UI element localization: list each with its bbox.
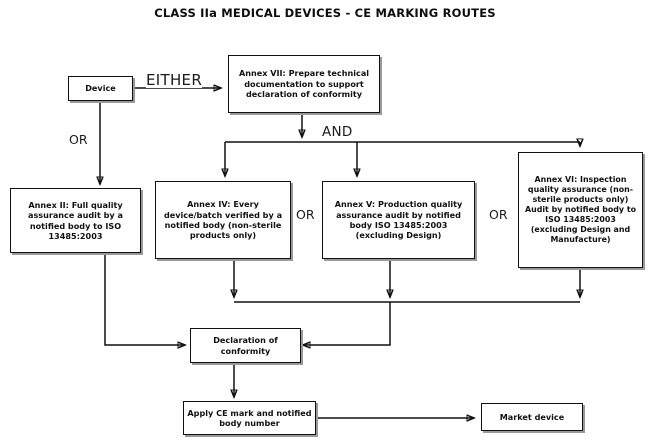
node-annex-iv[interactable]: Annex IV: Every device/batch verified by… [155, 181, 291, 259]
node-annex-iv-label: Annex IV: Every device/batch verified by… [163, 199, 283, 241]
node-annex-ii[interactable]: Annex II: Full quality assurance audit b… [10, 188, 141, 253]
node-apply-ce-mark-label: Apply CE mark and notified body number [187, 407, 312, 428]
node-annex-v-label: Annex V: Production quality assurance au… [334, 199, 463, 241]
wire-collector-to-declaration [303, 302, 391, 345]
node-device-label: Device [85, 83, 116, 94]
connector-label-or-right: OR [489, 207, 508, 222]
node-annex-vii-label: Annex VII: Prepare technical documentati… [238, 68, 370, 100]
node-market-device-label: Market device [499, 411, 565, 422]
wire-annex2-to-declaration [104, 253, 185, 345]
node-annex-vi[interactable]: Annex VI: Inspection quality assurance (… [518, 152, 643, 268]
node-annex-v[interactable]: Annex V: Production quality assurance au… [322, 181, 475, 259]
node-annex-ii-label: Annex II: Full quality assurance audit b… [27, 199, 123, 241]
node-apply-ce-mark[interactable]: Apply CE mark and notified body number [183, 401, 316, 435]
connector-label-or-left: OR [69, 132, 88, 147]
node-annex-vi-label: Annex VI: Inspection quality assurance (… [524, 174, 637, 245]
node-annex-vii[interactable]: Annex VII: Prepare technical documentati… [228, 55, 380, 113]
node-market-device[interactable]: Market device [481, 403, 583, 431]
connector-label-either: EITHER [146, 71, 203, 89]
connector-label-and: AND [322, 124, 353, 140]
node-declaration-label: Declaration of conformity [213, 335, 278, 356]
connector-label-or-mid: OR [296, 207, 315, 222]
page-title: CLASS IIa MEDICAL DEVICES - CE MARKING R… [154, 6, 496, 20]
node-device[interactable]: Device [68, 76, 133, 101]
node-declaration-of-conformity[interactable]: Declaration of conformity [190, 328, 301, 363]
